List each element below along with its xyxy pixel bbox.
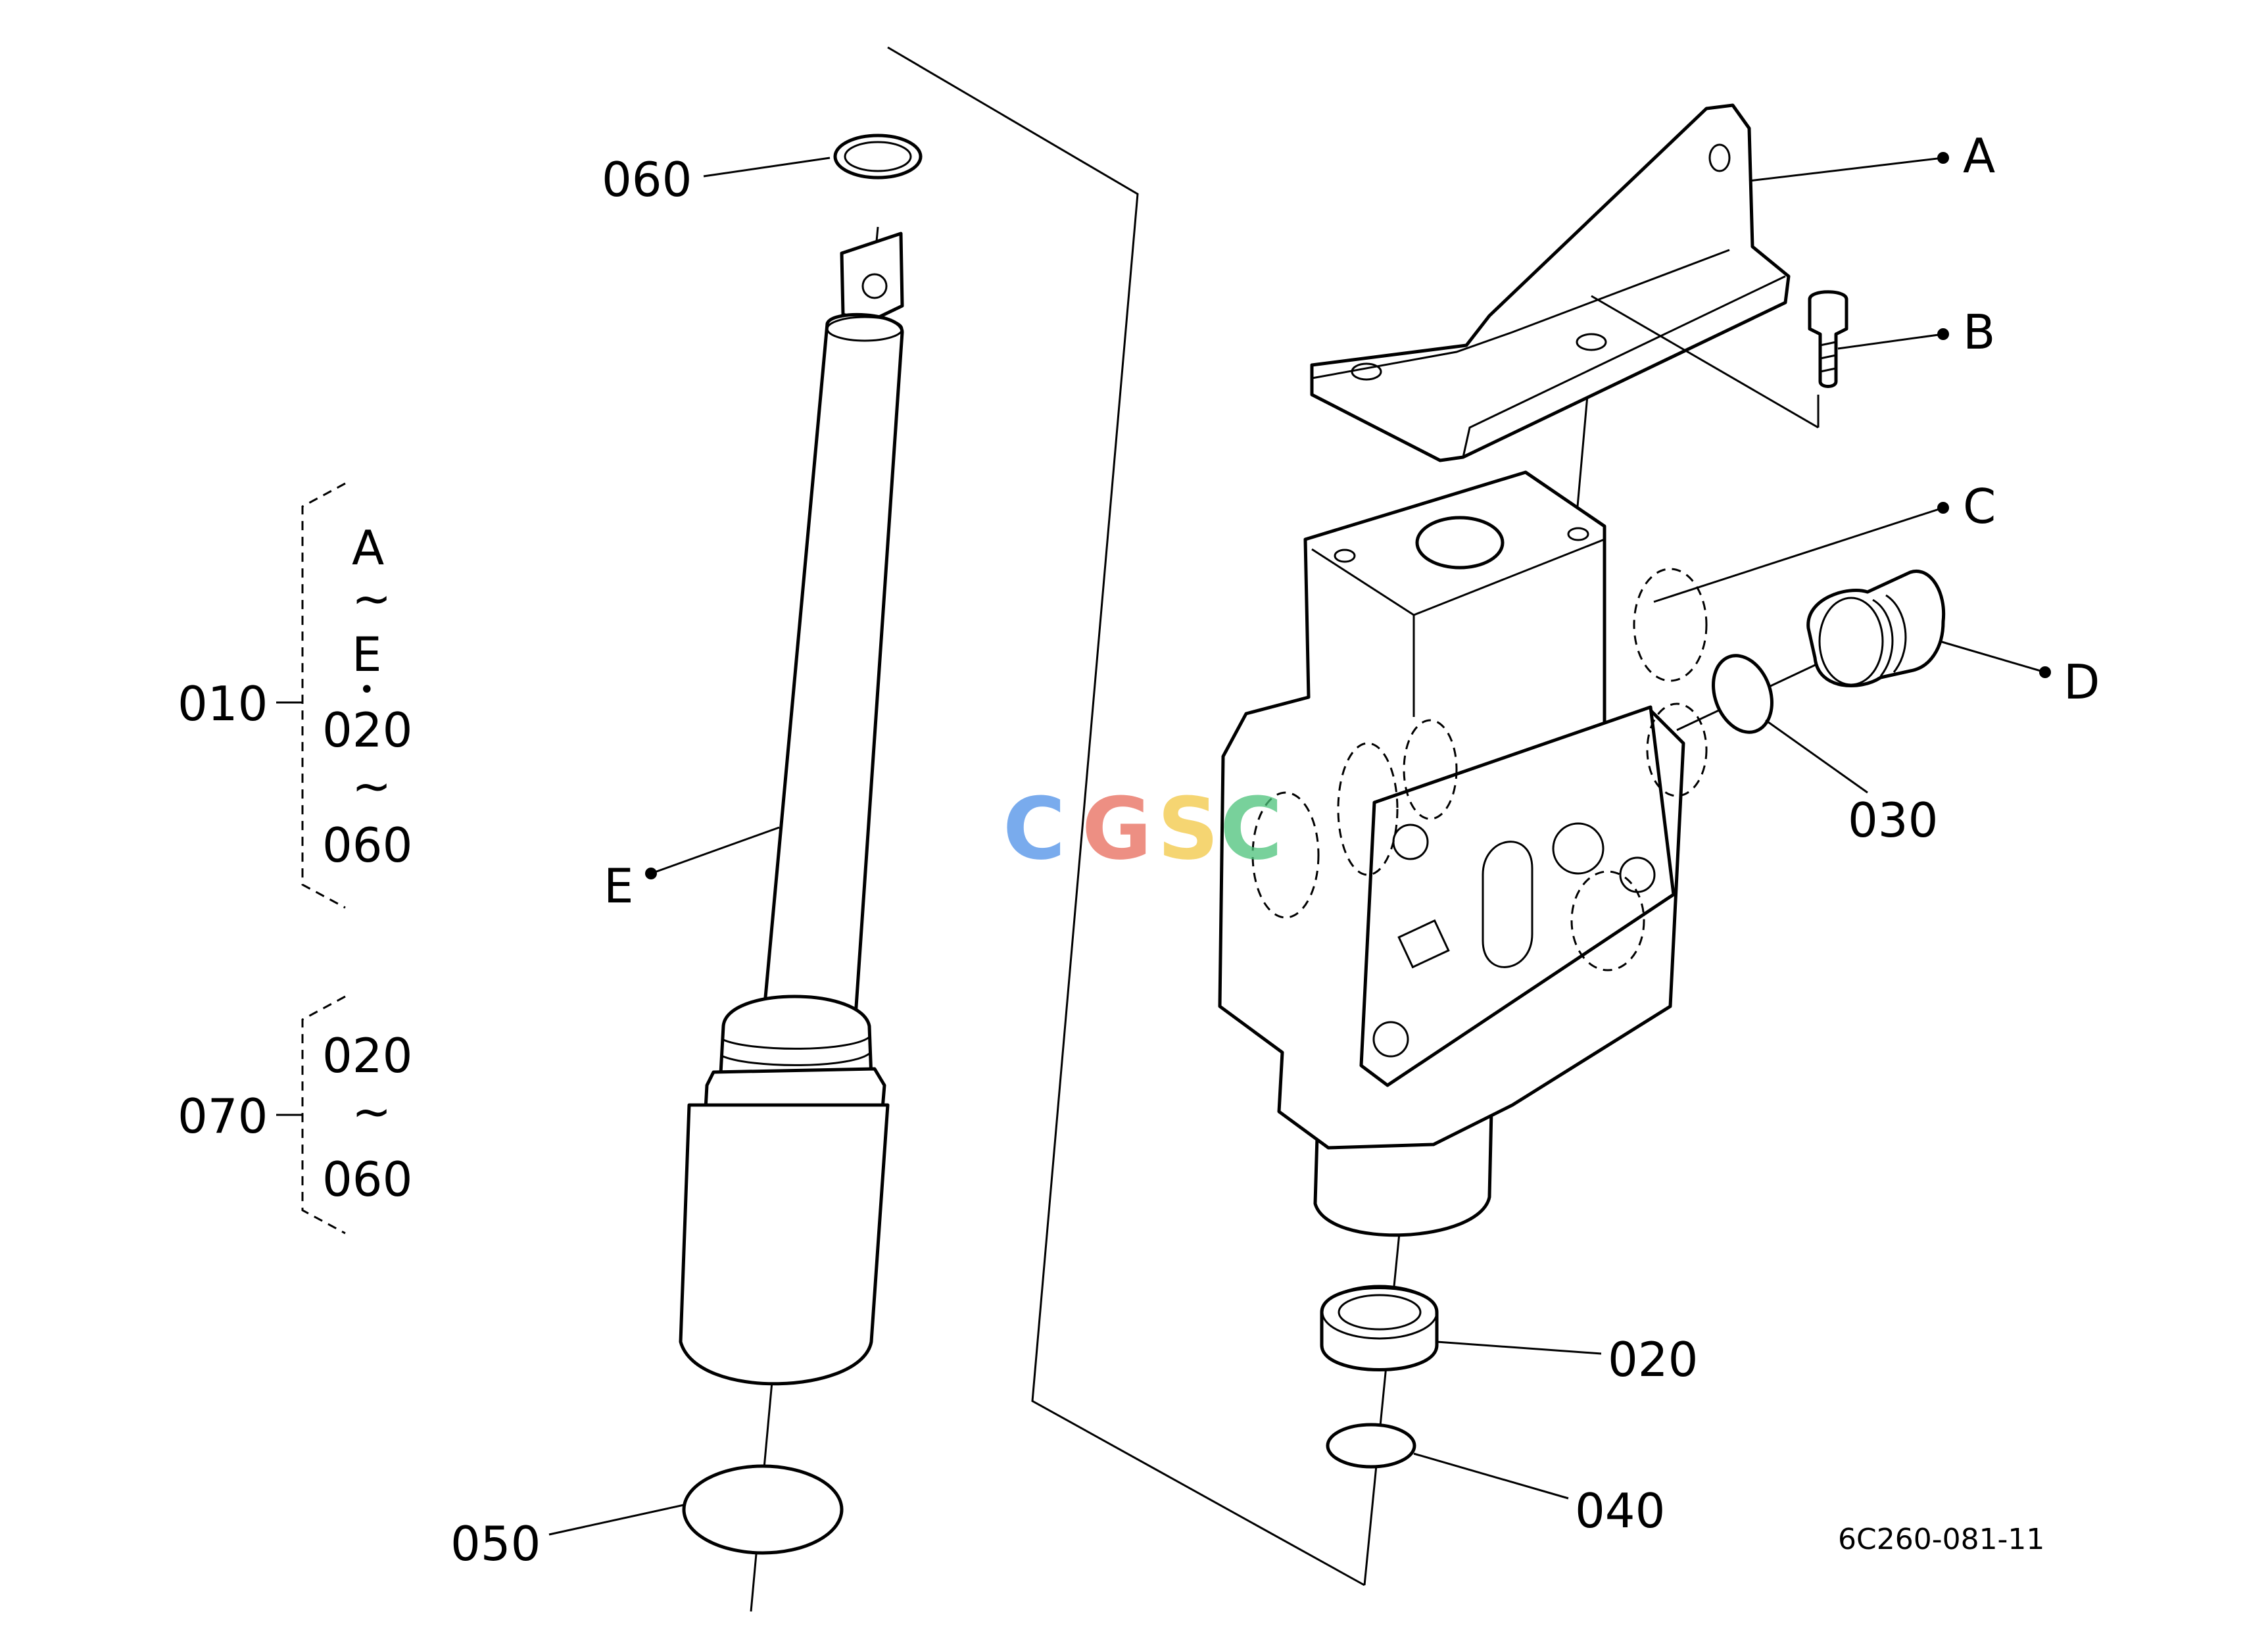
group-070-item: 020 — [322, 1028, 412, 1083]
bolt — [1591, 290, 1848, 429]
callout-030: 030 — [1848, 793, 1938, 848]
group-070-label: 070 — [178, 1089, 268, 1144]
leader-lines — [548, 152, 2051, 1536]
figure-code: 6C260-081-11 — [1838, 1523, 2044, 1556]
callout-020: 020 — [1608, 1332, 1698, 1387]
group-010-item: 020 — [322, 702, 412, 758]
group-070-item: 060 — [322, 1152, 412, 1207]
callout-A: A — [1963, 128, 1995, 184]
group-070: 070 020 ~ 060 — [178, 995, 412, 1235]
bracket — [1310, 103, 1791, 462]
group-010-label: 010 — [178, 676, 268, 731]
callout-D: D — [2063, 654, 2100, 710]
seal-and-oring — [1320, 1285, 1439, 1469]
plug-and-oring — [1676, 570, 1946, 734]
callout-C: C — [1963, 479, 1996, 534]
watermark-letter: C — [1220, 779, 1282, 879]
callout-050: 050 — [450, 1516, 541, 1571]
group-010-item: E — [352, 627, 382, 682]
group-010-item: ~ — [352, 571, 391, 626]
watermark-letter: G — [1082, 779, 1152, 879]
callout-040: 040 — [1575, 1483, 1665, 1538]
callout-060: 060 — [602, 152, 692, 207]
assembly-frame — [887, 46, 1365, 1586]
group-010-item: • — [359, 675, 375, 705]
group-010-item: ~ — [352, 758, 391, 814]
group-010: 010 A ~ E • 020 ~ 060 — [178, 482, 412, 909]
watermark-letter: C — [1003, 779, 1065, 879]
valve-body — [1218, 387, 1708, 1586]
group-070-item: ~ — [352, 1084, 391, 1139]
group-010-item: 060 — [322, 818, 412, 873]
watermark-logo: C G S C — [1003, 779, 1282, 879]
group-010-item: A — [352, 520, 384, 576]
callout-B: B — [1963, 305, 1995, 360]
spool-assembly — [679, 134, 923, 1612]
watermark-letter: S — [1157, 779, 1219, 879]
callout-E: E — [604, 858, 634, 914]
